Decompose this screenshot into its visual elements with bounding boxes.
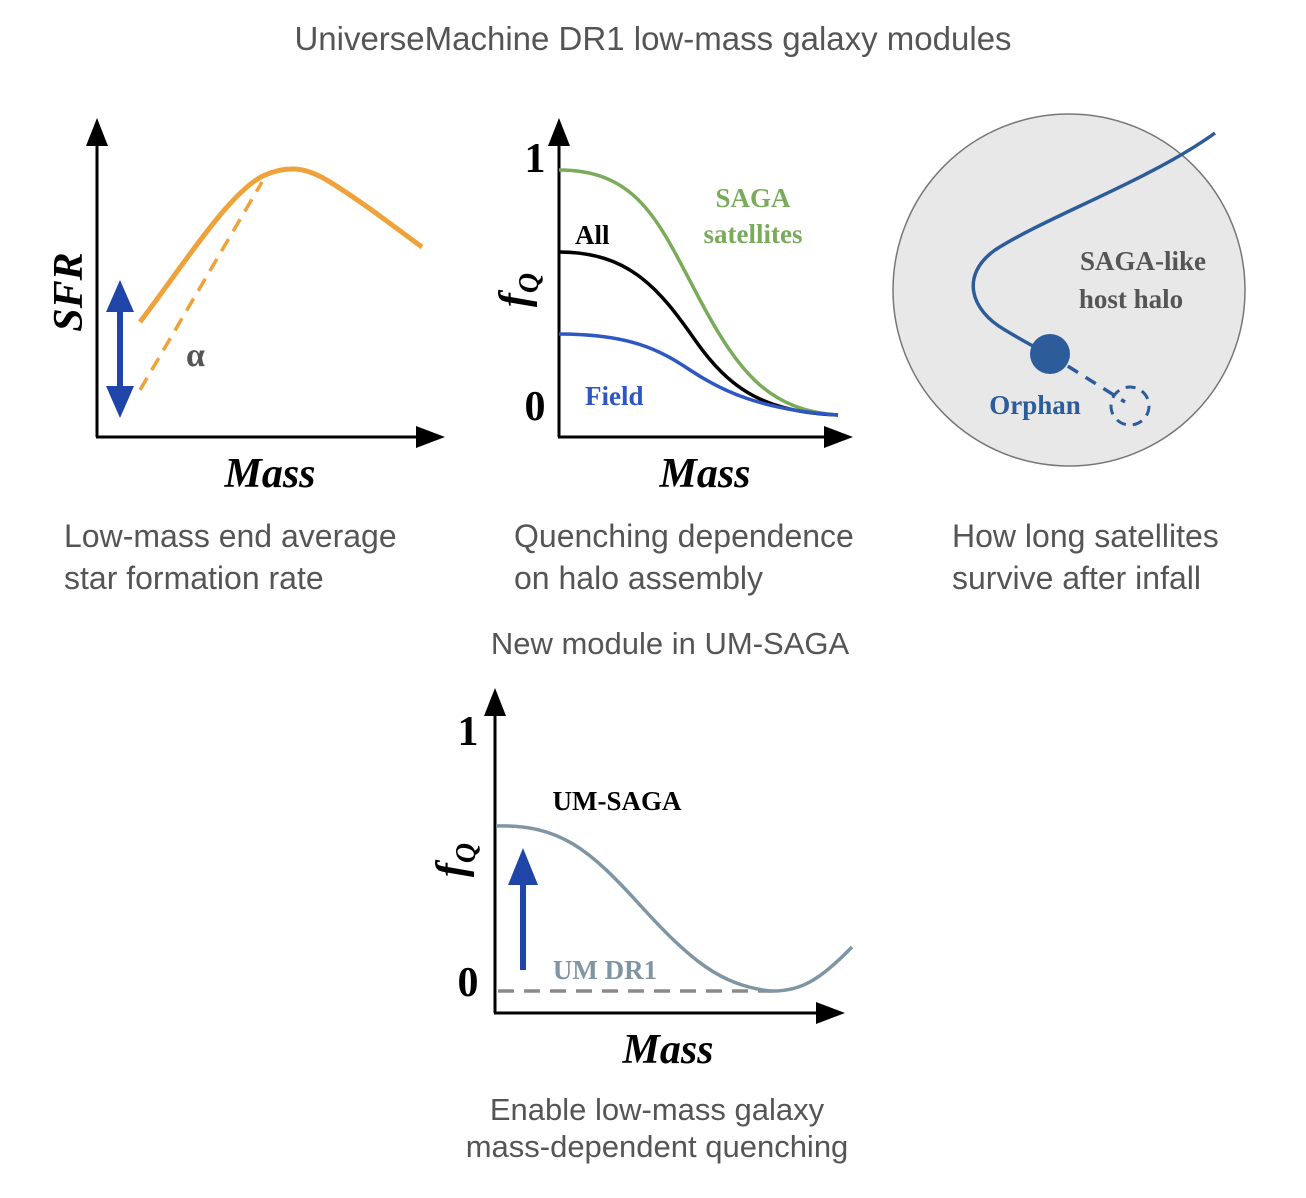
satellite-subhalo-icon bbox=[1030, 334, 1070, 374]
sfr-y-arrowhead bbox=[86, 118, 108, 146]
quench-label-saga-1: SAGA bbox=[715, 183, 791, 213]
sfr-double-arrow-up-icon bbox=[106, 280, 134, 312]
quench-label-saga-2: satellites bbox=[704, 219, 803, 249]
quench-curve-field bbox=[558, 332, 839, 417]
host-halo-label-line2: host halo bbox=[1079, 284, 1183, 314]
quench-y-arrowhead bbox=[548, 118, 570, 146]
new-tick-0: 0 bbox=[458, 960, 479, 1006]
umdr1-label: UM DR1 bbox=[553, 955, 657, 985]
quench-panel: 1 0 SAGA satellites All Field fQ Mass Qu… bbox=[492, 118, 854, 596]
orphan-dashed-circle-icon bbox=[1109, 385, 1151, 427]
new-y-label: fQ bbox=[429, 843, 482, 877]
orphan-label: Orphan bbox=[989, 390, 1081, 420]
sfr-alpha-label: α bbox=[186, 337, 205, 374]
increase-arrow-up-icon bbox=[508, 848, 538, 885]
sfr-panel: α SFR Mass Low-mass end average star for… bbox=[46, 118, 445, 596]
orphan-panel: SAGA-like host halo Orphan How long sate… bbox=[892, 113, 1246, 596]
orphan-caption-line2: survive after infall bbox=[952, 560, 1201, 596]
new-y-arrowhead bbox=[484, 688, 506, 716]
sfr-caption-line2: star formation rate bbox=[64, 560, 324, 596]
sfr-x-label: Mass bbox=[223, 451, 315, 497]
umsaga-curve bbox=[495, 824, 854, 993]
new-module-heading: New module in UM-SAGA bbox=[491, 626, 850, 661]
host-halo-label-line1: SAGA-like bbox=[1080, 246, 1206, 276]
new-tick-1: 1 bbox=[458, 709, 479, 755]
sfr-double-arrow-down-icon bbox=[106, 386, 134, 418]
new-caption-line1: Enable low-mass galaxy bbox=[490, 1092, 825, 1127]
svg-text:fQ: fQ bbox=[429, 843, 482, 877]
host-halo-circle bbox=[892, 113, 1246, 467]
quench-x-label: Mass bbox=[658, 451, 750, 497]
quench-label-all: All bbox=[575, 220, 610, 250]
quench-tick-0: 0 bbox=[525, 384, 546, 430]
new-module-panel: 1 0 UM-SAGA UM DR1 fQ Mass Enable low-ma… bbox=[429, 688, 854, 1164]
quench-caption-line2: on halo assembly bbox=[514, 560, 763, 596]
quench-curve-saga-satellites bbox=[558, 168, 839, 417]
quench-x-arrowhead bbox=[824, 426, 853, 448]
new-x-label: Mass bbox=[621, 1027, 713, 1073]
sfr-curve bbox=[138, 166, 424, 324]
svg-text:fQ: fQ bbox=[492, 273, 545, 307]
sfr-x-arrowhead bbox=[416, 426, 445, 448]
new-caption-line2: mass-dependent quenching bbox=[466, 1129, 849, 1164]
figure-title: UniverseMachine DR1 low-mass galaxy modu… bbox=[294, 20, 1011, 57]
sfr-caption-line1: Low-mass end average bbox=[64, 518, 397, 554]
sfr-y-label: SFR bbox=[46, 252, 92, 331]
quench-tick-1: 1 bbox=[525, 136, 546, 182]
sfr-alpha-dashed-line bbox=[138, 181, 264, 391]
new-x-arrowhead bbox=[816, 1002, 845, 1024]
quench-caption-line1: Quenching dependence bbox=[514, 518, 854, 554]
quench-label-field: Field bbox=[585, 381, 644, 411]
orphan-dashed-path bbox=[1049, 353, 1126, 404]
orphan-caption-line1: How long satellites bbox=[952, 518, 1219, 554]
quench-y-label: fQ bbox=[492, 273, 545, 307]
umsaga-label: UM-SAGA bbox=[553, 786, 682, 816]
satellite-trajectory bbox=[971, 131, 1217, 357]
